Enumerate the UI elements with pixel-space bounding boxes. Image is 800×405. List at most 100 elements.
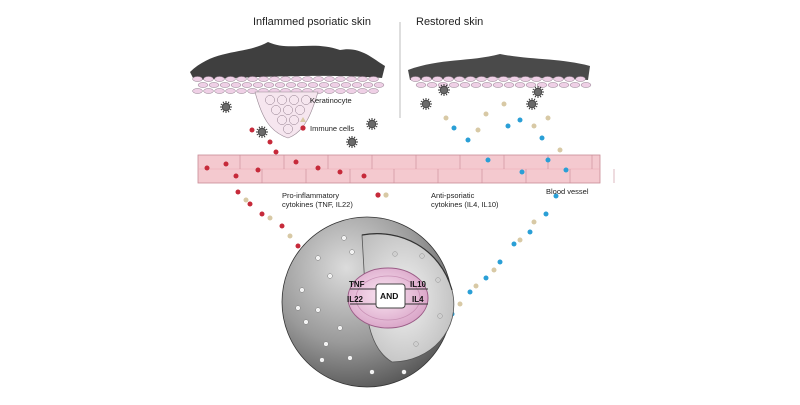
skin-cell — [454, 76, 465, 82]
skin-cell — [481, 82, 493, 88]
immune-cell — [420, 98, 432, 110]
blood-vessel-label: Blood vessel — [546, 187, 589, 196]
right-stratum-corneum — [408, 54, 590, 80]
neutral-dot — [473, 283, 479, 289]
inner-pore — [437, 313, 443, 319]
pro-inflammatory-dot — [361, 173, 367, 179]
skin-cell — [230, 82, 242, 88]
neutral-dot — [545, 115, 551, 121]
skin-cell — [313, 76, 324, 82]
skin-cell — [426, 82, 438, 88]
skin-cell — [192, 76, 203, 82]
skin-cell — [415, 82, 427, 88]
membrane-pore — [315, 255, 321, 261]
membrane-pore — [337, 325, 343, 331]
membrane-pore — [323, 341, 329, 347]
pro-inflammatory-dot — [315, 165, 321, 171]
pro-inflammatory-dot — [337, 169, 343, 175]
left-epidermis-cells — [192, 76, 385, 94]
membrane-pore — [347, 355, 353, 361]
skin-cell — [214, 88, 225, 94]
pro-inflammatory-cytokines-label: cytokines (TNF, IL22) — [282, 200, 353, 209]
gate-output-il4: IL4 — [412, 295, 424, 304]
pro-inflammatory-dot — [235, 189, 241, 195]
gate-operator: AND — [380, 291, 399, 301]
skin-cell — [302, 76, 313, 82]
pro-inflammatory-dot — [249, 127, 255, 133]
skin-cell — [448, 82, 460, 88]
skin-cell — [410, 76, 421, 82]
skin-cell — [542, 76, 553, 82]
skin-cell — [291, 76, 302, 82]
neutral-dot — [475, 127, 481, 133]
neutral-dot — [443, 115, 449, 121]
pro-inflammatory-dot — [273, 149, 279, 155]
skin-cell — [197, 82, 209, 88]
skin-cell — [346, 88, 357, 94]
pro-inflammatory-legend-dot-2 — [383, 192, 389, 198]
membrane-pores — [295, 235, 443, 375]
pro-inflammatory-dot — [204, 165, 210, 171]
neutral-dot — [483, 111, 489, 117]
anti-psoriatic-dot — [497, 259, 503, 265]
immune-cell — [220, 101, 232, 113]
neutral-dot — [491, 267, 497, 273]
anti-psoriatic-dot — [517, 117, 523, 123]
keratinocyte-cell — [283, 124, 293, 134]
skin-cell — [225, 88, 236, 94]
skin-cell — [525, 82, 537, 88]
skin-cell — [307, 82, 319, 88]
keratinocyte-legend-marker — [300, 117, 306, 122]
skin-cell — [192, 88, 203, 94]
inner-pore — [392, 251, 398, 257]
skin-cell — [487, 76, 498, 82]
skin-cell — [269, 76, 280, 82]
right-epidermis-cells — [410, 76, 592, 88]
skin-cell — [368, 88, 379, 94]
keratinocyte-cell — [289, 115, 299, 125]
anti-psoriatic-dot — [543, 211, 549, 217]
skin-cell — [335, 76, 346, 82]
keratinocyte-cell — [283, 105, 293, 115]
anti-psoriatic-label: Anti-psoriatic — [431, 191, 475, 200]
skin-cell — [335, 88, 346, 94]
skin-cell — [351, 82, 363, 88]
skin-cell — [465, 76, 476, 82]
immune-cell — [346, 136, 358, 148]
keratinocyte-cell — [265, 95, 275, 105]
gate-output-il10: IL10 — [410, 280, 427, 289]
immune-cell — [438, 84, 450, 96]
gate-input-tnf: TNF — [349, 280, 365, 289]
anti-psoriatic-dot — [485, 157, 491, 163]
skin-cell — [318, 82, 330, 88]
pro-inflammatory-dot — [279, 223, 285, 229]
skin-cell — [569, 82, 581, 88]
keratinocyte-cell — [295, 105, 305, 115]
skin-cell — [247, 76, 258, 82]
neutral-dot — [531, 219, 537, 225]
anti-psoriatic-dot — [451, 125, 457, 131]
skin-cell — [296, 82, 308, 88]
skin-cell — [432, 76, 443, 82]
immune-cells-label: Immune cells — [310, 124, 355, 133]
vessel-segments — [239, 155, 615, 183]
left-panel-title: Inflammed psoriatic skin — [253, 16, 371, 28]
skin-cell — [203, 76, 214, 82]
skin-cell — [203, 88, 214, 94]
anti-psoriatic-dot — [545, 157, 551, 163]
skin-cell — [553, 76, 564, 82]
skin-cell — [241, 82, 253, 88]
skin-cell — [476, 76, 487, 82]
immune-cells — [220, 84, 544, 148]
skin-cell — [421, 76, 432, 82]
right-panel-title: Restored skin — [416, 16, 484, 28]
immune-cell — [526, 98, 538, 110]
skin-cell — [346, 76, 357, 82]
membrane-pore — [369, 369, 375, 375]
skin-cell — [373, 82, 385, 88]
inner-pore — [419, 253, 425, 259]
neutral-dot — [267, 215, 273, 221]
keratinocyte-cell — [271, 105, 281, 115]
neutral-dot — [531, 123, 537, 129]
skin-cell — [520, 76, 531, 82]
